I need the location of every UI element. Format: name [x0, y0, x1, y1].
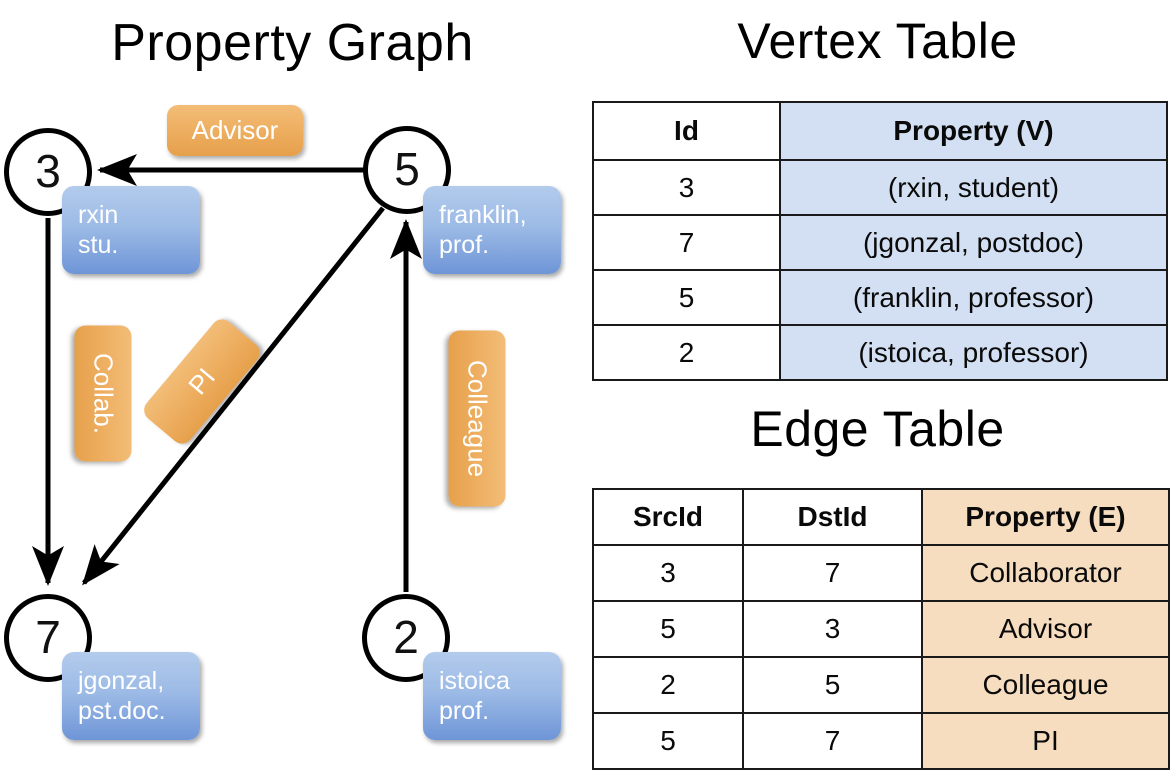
- edge-cell-srcid: 3: [592, 544, 744, 602]
- edge-cell-property: Collaborator: [921, 544, 1170, 602]
- graph-node-2-label: 2: [393, 611, 419, 663]
- edge-5-to-7: [82, 206, 385, 586]
- graph-node-5[interactable]: 5: [363, 126, 451, 214]
- vertex-cell-id: 7: [592, 214, 781, 271]
- vertex-property-istoica-line1: istoica: [439, 667, 510, 695]
- vertex-table-header-property: Property (V): [779, 101, 1168, 161]
- vertex-property-franklin-line1: franklin,: [439, 201, 527, 229]
- edge-table-header-srcid: SrcId: [592, 488, 744, 546]
- vertex-property-box-jgonzal[interactable]: jgonzal, pst.doc.: [62, 652, 200, 740]
- vertex-cell-property: (rxin, student): [779, 159, 1168, 216]
- edge-cell-property: Colleague: [921, 656, 1170, 714]
- vertex-property-box-franklin[interactable]: franklin, prof.: [423, 186, 561, 274]
- table-row[interactable]: 5 7 PI: [592, 712, 1170, 770]
- table-row[interactable]: 3 (rxin, student): [592, 159, 1168, 216]
- vertex-table-header-row: Id Property (V): [592, 101, 1168, 161]
- graph-node-2[interactable]: 2: [362, 594, 450, 682]
- vertex-cell-id: 5: [592, 269, 781, 326]
- edge-cell-dstid: 7: [742, 544, 923, 602]
- vertex-cell-property: (jgonzal, postdoc): [779, 214, 1168, 271]
- vertex-table-header-id: Id: [592, 101, 781, 161]
- vertex-table: Id Property (V) 3 (rxin, student) 7 (jgo…: [592, 101, 1168, 381]
- page-title-property-graph: Property Graph: [111, 14, 474, 72]
- vertex-property-istoica-line2: prof.: [439, 697, 490, 725]
- vertex-property-rxin-line1: rxin: [78, 201, 119, 229]
- edge-label-collab[interactable]: Collab.: [74, 325, 132, 462]
- edge-table-header-row: SrcId DstId Property (E): [592, 488, 1170, 546]
- vertex-property-franklin-line2: prof.: [439, 231, 490, 259]
- table-row[interactable]: 3 7 Collaborator: [592, 544, 1170, 602]
- edge-cell-dstid: 7: [742, 712, 923, 770]
- page-title-vertex-table: Vertex Table: [737, 13, 1018, 69]
- table-row[interactable]: 2 (istoica, professor): [592, 324, 1168, 381]
- table-row[interactable]: 5 3 Advisor: [592, 600, 1170, 658]
- edge-cell-property: PI: [921, 712, 1170, 770]
- edge-table-header-property: Property (E): [921, 488, 1170, 546]
- page-title-edge-table: Edge Table: [750, 401, 1005, 457]
- edge-cell-dstid: 5: [742, 656, 923, 714]
- edge-label-colleague[interactable]: Colleague: [448, 330, 506, 507]
- edge-table: SrcId DstId Property (E) 3 7 Collaborato…: [592, 488, 1170, 770]
- edge-cell-dstid: 3: [742, 600, 923, 658]
- vertex-property-box-istoica[interactable]: istoica prof.: [423, 652, 561, 740]
- table-row[interactable]: 2 5 Colleague: [592, 656, 1170, 714]
- table-row[interactable]: 7 (jgonzal, postdoc): [592, 214, 1168, 271]
- edge-cell-srcid: 5: [592, 600, 744, 658]
- edge-cell-srcid: 5: [592, 712, 744, 770]
- edge-label-advisor[interactable]: Advisor: [167, 105, 303, 156]
- edge-cell-property: Advisor: [921, 600, 1170, 658]
- table-row[interactable]: 5 (franklin, professor): [592, 269, 1168, 326]
- vertex-property-rxin-line2: stu.: [78, 231, 119, 259]
- edge-table-header-dstid: DstId: [742, 488, 923, 546]
- vertex-cell-property: (istoica, professor): [779, 324, 1168, 381]
- graph-node-3-label: 3: [35, 145, 61, 197]
- property-graph-diagram: 3 5 7 2 rxin stu. franklin, prof. jgonza…: [0, 0, 585, 760]
- vertex-property-jgonzal-line1: jgonzal,: [78, 667, 165, 695]
- vertex-cell-id: 3: [592, 159, 781, 216]
- graph-node-7-label: 7: [35, 611, 61, 663]
- vertex-property-box-rxin[interactable]: rxin stu.: [62, 186, 200, 274]
- vertex-cell-property: (franklin, professor): [779, 269, 1168, 326]
- edge-cell-srcid: 2: [592, 656, 744, 714]
- graph-node-5-label: 5: [394, 143, 420, 195]
- vertex-cell-id: 2: [592, 324, 781, 381]
- graph-edges-layer: [32, 154, 422, 592]
- vertex-property-jgonzal-line2: pst.doc.: [78, 697, 166, 725]
